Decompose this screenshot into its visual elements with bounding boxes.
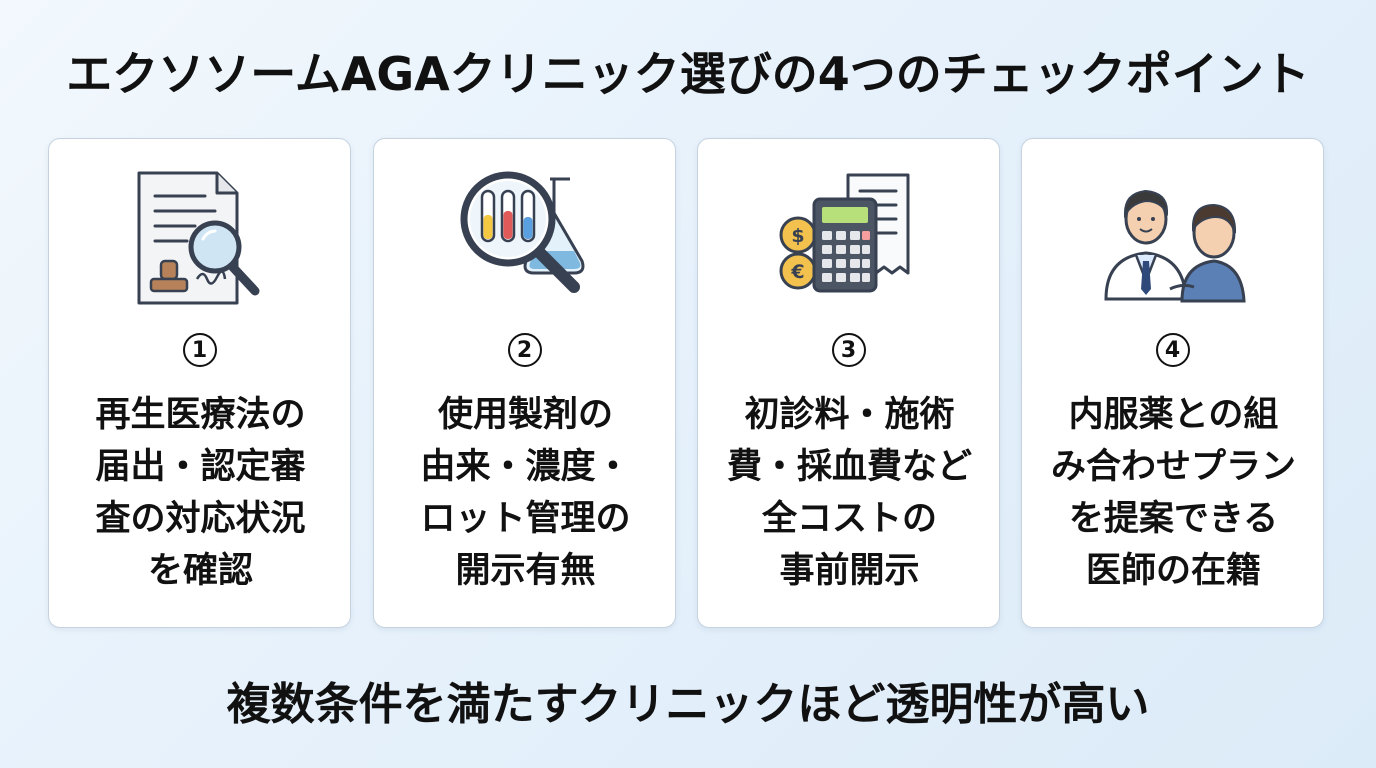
checkpoint-number-3: 3 [698, 329, 999, 371]
checkpoint-card-3: $ € 3 初診料・施術 費・採血費など 全コストの 事前開示 [697, 138, 1000, 628]
checkpoint-card-1: 1 再生医療法の 届出・認定審 査の対応状況 を確認 [48, 138, 351, 628]
svg-text:€: € [790, 261, 804, 283]
checkpoint-card-4: 4 内服薬との組 み合わせプラン を提案できる 医師の在籍 [1021, 138, 1324, 628]
checkpoint-number-2: 2 [374, 329, 675, 371]
test-tubes-magnifier-flask-icon [460, 171, 585, 293]
checkpoint-text-3: 初診料・施術 費・採血費など 全コストの 事前開示 [726, 395, 972, 591]
checkpoint-text-2: 使用製剤の 由来・濃度・ ロット管理の 開示有無 [420, 395, 631, 591]
checkpoint-text-4: 内服薬との組 み合わせプラン を提案できる 医師の在籍 [1050, 395, 1296, 591]
doctor-patient-consultation-icon [1104, 189, 1246, 303]
page-title: エクソソームAGAクリニック選びの4つのチェックポイント [66, 47, 1310, 101]
calculator-receipt-coins-icon: $ € [779, 173, 910, 293]
checkpoint-number-4: 4 [1022, 329, 1323, 371]
summary-footer: 複数条件を満たすクリニックほど透明性が高い [226, 679, 1150, 730]
document-magnifier-stamp-icon [137, 171, 260, 305]
checkpoint-text-1: 再生医療法の 届出・認定審 査の対応状況 を確認 [95, 395, 306, 591]
checkpoint-card-2: 2 使用製剤の 由来・濃度・ ロット管理の 開示有無 [373, 138, 676, 628]
svg-text:$: $ [791, 225, 804, 247]
checkpoint-number-1: 1 [49, 329, 350, 371]
